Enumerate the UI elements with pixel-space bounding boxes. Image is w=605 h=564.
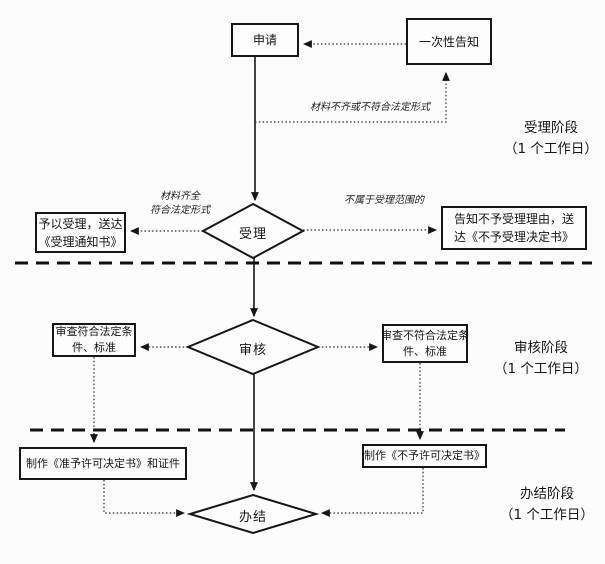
box-reject-notice-line1: 告知不予受理理由，送 xyxy=(453,212,574,226)
stage-label-complete-line2: （1 个工作日） xyxy=(500,506,594,523)
review-diamond-shape xyxy=(185,318,321,376)
connector-incomplete-feedback xyxy=(255,71,450,123)
annotation-materials-complete-line2: 符合法定形式 xyxy=(150,205,210,216)
box-accept-notice-line2: 《受理通知书》 xyxy=(38,234,123,249)
box-review-pass: 审查符合法定条 件、标准 xyxy=(52,323,136,357)
stage-label-accept: 受理阶段 （1 个工作日） xyxy=(498,118,604,160)
annotation-materials-complete-line1: 材料齐全 xyxy=(160,191,200,202)
box-make-permit-label: 制作《准予许可决定书》和证件 xyxy=(26,456,180,470)
annotation-materials-complete: 材料齐全 符合法定形式 xyxy=(140,190,220,218)
annotation-not-in-scope: 不属于受理范围的 xyxy=(344,195,424,206)
box-one-time-notice: 一次性告知 xyxy=(406,18,492,65)
stage-label-review-line2: （1 个工作日） xyxy=(494,360,588,377)
stage-label-complete-line1: 办结阶段 xyxy=(520,486,574,502)
connector-permit-to-complete xyxy=(103,480,186,517)
box-review-fail-line1: 审查不符合法定条 xyxy=(381,328,469,342)
stage-label-review: 审核阶段 （1 个工作日） xyxy=(486,338,596,380)
box-review-pass-line1: 审查符合法定条 xyxy=(55,325,133,339)
box-one-time-notice-label: 一次性告知 xyxy=(418,34,479,49)
stage-label-review-line1: 审核阶段 xyxy=(514,340,568,356)
box-reject-notice: 告知不予受理理由，送 达《不予受理决定书》 xyxy=(441,206,587,250)
box-apply-label: 申请 xyxy=(252,33,277,47)
box-review-fail-line2: 件、标准 xyxy=(403,344,447,358)
stage-label-accept-line2: （1 个工作日） xyxy=(504,140,598,157)
stage-label-accept-line1: 受理阶段 xyxy=(524,120,578,136)
box-accept-notice: 予以受理，送达 《受理通知书》 xyxy=(35,212,126,253)
box-make-denial-label: 制作《不予许可决定书》 xyxy=(364,449,485,463)
connector-denial-to-complete xyxy=(320,468,424,517)
box-make-denial: 制作《不予许可决定书》 xyxy=(362,444,487,468)
stage-label-complete: 办结阶段 （1 个工作日） xyxy=(492,484,602,526)
accept-diamond-shape xyxy=(200,202,306,260)
complete-diamond-label: 办结 xyxy=(238,510,267,525)
complete-diamond-shape xyxy=(186,493,320,535)
box-accept-notice-line1: 予以受理，送达 xyxy=(38,216,123,231)
box-review-pass-line2: 件、标准 xyxy=(72,341,116,354)
box-reject-notice-line2: 达《不予受理决定书》 xyxy=(453,230,574,244)
accept-diamond-label: 受理 xyxy=(238,227,267,242)
review-diamond-label: 审核 xyxy=(238,343,267,358)
box-review-fail: 审查不符合法定条 件、标准 xyxy=(381,324,469,363)
annotation-materials-incomplete: 材料不齐或不符合法定形式 xyxy=(310,102,430,113)
box-make-permit: 制作《准予许可决定书》和证件 xyxy=(19,447,187,480)
box-apply: 申请 xyxy=(231,23,299,57)
